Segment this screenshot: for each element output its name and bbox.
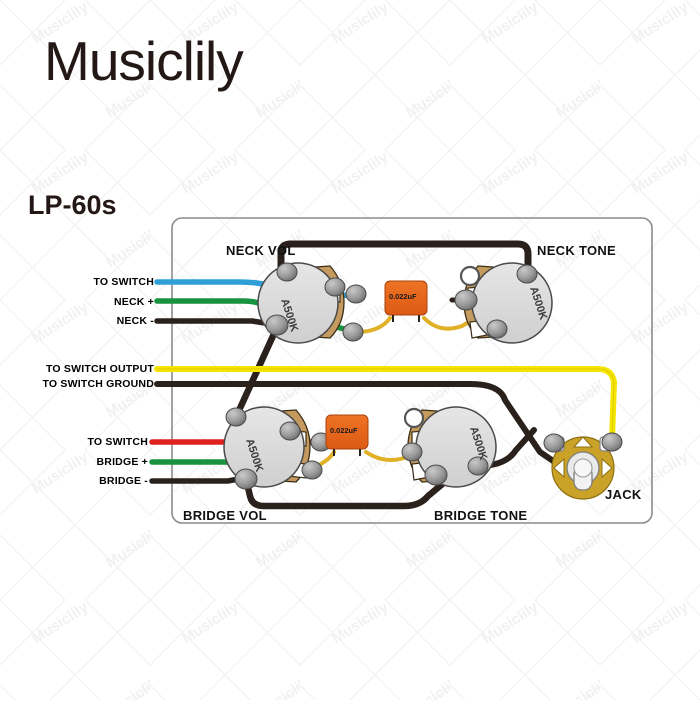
lug-neck-vol-bottom [342,322,364,342]
wire-label-to-switch-bridge: TO SWITCH [87,436,148,448]
pot-label-bridge-tone: BRIDGE TONE [434,508,528,523]
lug-neck-tone-top [516,264,538,284]
wire-label-bridge-positive: BRIDGE + [96,456,148,468]
wire-switch-output-outline [156,368,615,441]
wire-bridge-negative [149,475,247,484]
lug-neck-vol-right [324,277,346,297]
jack-lug-tip [601,432,623,452]
lug-neck-tone-bottom [486,319,508,339]
page-title: LP-60s [28,190,117,220]
lug-bridge-vol-right [279,421,301,441]
lug-neck-vol-out [345,284,367,304]
wire-label-switch-ground: TO SWITCH GROUND [42,378,154,390]
lug-bridge-vol-out [301,460,323,480]
lug-neck-vol-top [276,262,298,282]
capacitor-value-neck: 0.022uF [389,292,417,301]
lug-neck-tone-left [454,289,478,311]
brand-logo: Musiclily [44,30,244,92]
lug-bridge-vol-top [225,407,247,427]
lug-bridge-tone-ring [403,407,425,429]
wire-label-to-switch-neck: TO SWITCH [93,276,154,288]
wire-neck-negative [154,318,281,328]
pot-label-bridge-volume: BRIDGE VOL [183,508,267,523]
pot-label-neck-tone: NECK TONE [537,243,617,258]
wire-label-switch-output: TO SWITCH OUTPUT [46,363,154,375]
lug-neck-tone-ring [459,265,481,287]
pot-neck-volume [257,262,367,344]
wire-switch-output [154,366,617,443]
wire-label-neck-negative: NECK - [116,315,154,327]
pot-label-neck-volume: NECK VOL [226,243,296,258]
pot-bridge-volume [223,406,332,490]
jack-lug-sleeve [543,433,565,453]
wire-cap-to-neck-tone [422,316,474,331]
wire-label-neck-positive: NECK + [113,296,154,308]
capacitor-value-bridge: 0.022uF [330,426,358,435]
lug-bridge-tone-left [401,442,423,462]
lug-bridge-tone-bottom [424,464,448,486]
wire-label-bridge-negative: BRIDGE - [99,475,148,487]
jack-label: JACK [605,487,642,502]
